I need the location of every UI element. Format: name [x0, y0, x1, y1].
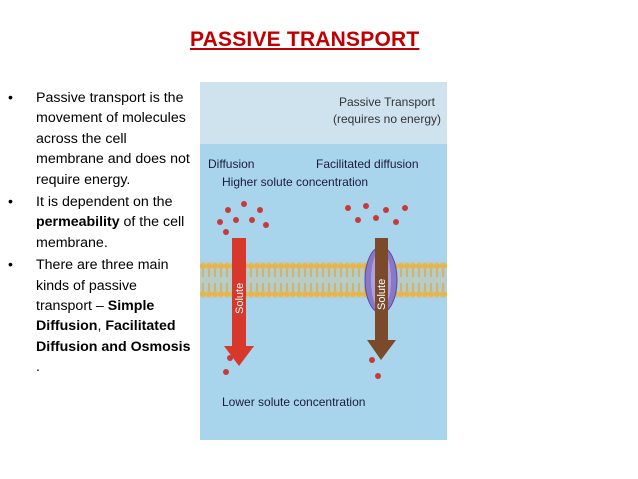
- bullet-item: • It is dependent on the permeability of…: [6, 192, 191, 253]
- diagram-header-subtitle: (requires no energy): [333, 112, 441, 126]
- diagram-header-title: Passive Transport: [339, 95, 436, 109]
- bullet-bold-text: permeability: [36, 214, 120, 231]
- bullet-item: • Passive transport is the movement of mo…: [6, 88, 191, 190]
- passive-transport-diagram: Passive Transport (requires no energy) D…: [200, 82, 447, 440]
- solute-particles-top: [217, 201, 408, 235]
- bullet-text: .: [36, 359, 40, 376]
- facilitated-diffusion-label: Facilitated diffusion: [316, 157, 419, 171]
- solute-arrow-label-1: Solute: [234, 283, 246, 314]
- bullet-marker: •: [8, 257, 13, 274]
- bullet-bold-text: Simple Diffusion: [36, 298, 155, 335]
- bullet-text: It is dependent on the: [36, 194, 173, 211]
- lower-solute-concentration-label: Lower solute concentration: [222, 395, 365, 409]
- bullet-text: of the cell membrane.: [36, 214, 185, 251]
- solute-particles-bottom: [223, 355, 381, 379]
- bullet-list: • Passive transport is the movement of mo…: [6, 88, 191, 380]
- bullet-bold-text: Facilitated Diffusion and Osmosis: [36, 318, 191, 355]
- diagram-header: [200, 82, 447, 144]
- facilitated-solute-arrow: Solute: [367, 238, 396, 360]
- bullet-text: ,: [97, 318, 106, 335]
- bullet-marker: •: [8, 90, 13, 106]
- bullet-marker: •: [8, 194, 13, 211]
- solute-arrow-label-2: Solute: [376, 279, 388, 310]
- slide-title: PASSIVE TRANSPORT: [190, 28, 420, 51]
- higher-solute-concentration-label: Higher solute concentration: [222, 175, 368, 189]
- diffusion-label: Diffusion: [208, 157, 254, 171]
- diffusion-solute-arrow: Solute: [224, 238, 254, 366]
- bullet-text: There are three main kinds of passive tr…: [36, 257, 169, 315]
- bullet-text: Passive transport is the movement of mol…: [36, 90, 190, 188]
- bullet-item: • There are three main kinds of passive t…: [6, 255, 191, 377]
